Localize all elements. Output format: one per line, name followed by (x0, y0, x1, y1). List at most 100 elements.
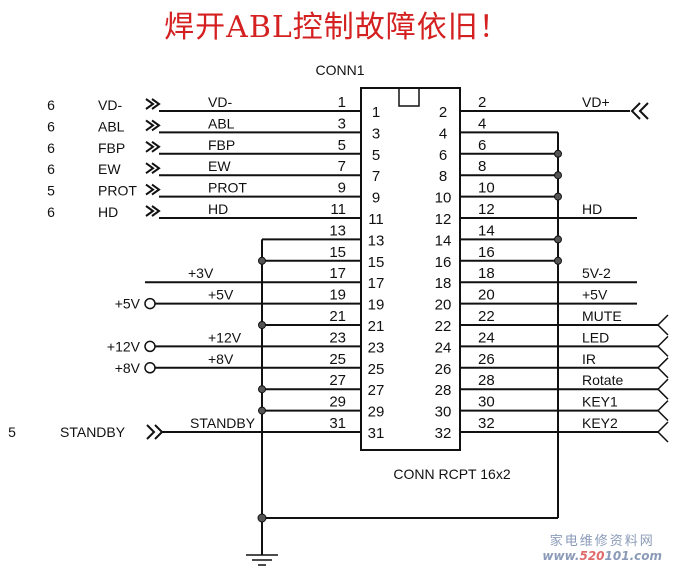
pin-number-inside-3: 3 (372, 125, 380, 142)
pin-number-inside-2: 2 (439, 104, 447, 121)
net-label-key2: KEY2 (582, 415, 618, 431)
pin-number-inside-19: 19 (368, 297, 385, 314)
pin-number-outside-13: 13 (329, 222, 346, 239)
pin-number-outside-4: 4 (478, 115, 486, 132)
net-label-plus-3v: +3V (188, 265, 214, 281)
net-label-plus-12v: +12V (208, 329, 242, 345)
page-title: 焊开ABL控制故障依旧！ (164, 10, 510, 45)
pin-number-outside-8: 8 (478, 158, 486, 175)
pin-number-outside-2: 2 (478, 94, 486, 111)
net-label-standby: STANDBY (190, 415, 256, 431)
sheet-ref-vd-: 6 (47, 97, 55, 113)
offpage-connector-icon (145, 205, 161, 217)
offpage-connector-icon (656, 335, 669, 357)
net-label-plus-8v: +8V (208, 351, 234, 367)
junction-dot (554, 192, 562, 201)
watermark-url-pre: www. (542, 549, 580, 563)
pin-number-outside-30: 30 (478, 394, 495, 411)
pin-number-outside-7: 7 (338, 158, 346, 175)
pin-number-inside-17: 17 (368, 275, 385, 292)
offpage-connector-icon (656, 357, 669, 379)
pin-number-outside-5: 5 (338, 137, 346, 154)
watermark-text: 家电维修资料网 (549, 534, 655, 549)
net-label-vd-: VD- (208, 94, 232, 110)
pin-number-outside-21: 21 (329, 308, 346, 325)
pin-number-inside-32: 32 (435, 425, 452, 442)
sheet-ref-fbp: 6 (47, 140, 55, 156)
offpage-label-standby: STANDBY (60, 424, 126, 440)
pin-number-outside-12: 12 (478, 201, 495, 218)
power-terminal-icon (144, 340, 156, 353)
pin-number-inside-30: 30 (435, 404, 452, 421)
offpage-connector-icon (656, 314, 669, 336)
net-label-5v-2: 5V-2 (582, 265, 611, 281)
pin-number-inside-12: 12 (435, 211, 452, 228)
pin-number-inside-6: 6 (439, 147, 447, 164)
net-label-ir: IR (582, 351, 596, 367)
net-label-fbp: FBP (208, 137, 235, 153)
pin-number-outside-24: 24 (478, 329, 495, 346)
pin-number-outside-18: 18 (478, 265, 495, 282)
junction-dot (554, 256, 562, 265)
pin-number-outside-16: 16 (478, 244, 495, 261)
watermark-url-post: 101.com (604, 549, 662, 563)
connector-ref: CONN1 (315, 62, 364, 78)
pin-number-inside-21: 21 (368, 318, 385, 335)
pin-number-inside-13: 13 (368, 232, 385, 249)
offpage-connector-icon (145, 162, 161, 175)
junction-dot (554, 235, 562, 244)
connector-key-notch (398, 87, 420, 107)
sheet-ref-abl: 6 (47, 118, 55, 134)
offpage-label-prot: PROT (98, 183, 137, 199)
offpage-label-vd-: VD- (98, 97, 122, 113)
pin-number-outside-17: 17 (329, 265, 346, 282)
watermark: 家电维修资料网 www.520101.com (542, 530, 662, 563)
net-label-ew: EW (208, 158, 231, 174)
pin-number-inside-22: 22 (435, 318, 452, 335)
power-terminal-label-plus-5v: +5V (115, 296, 141, 312)
pin-number-inside-31: 31 (368, 425, 385, 442)
pin-number-inside-24: 24 (435, 339, 452, 356)
offpage-connector-icon (630, 102, 649, 120)
junction-dot (258, 256, 266, 265)
pin-number-outside-1: 1 (338, 94, 346, 111)
pin-number-outside-26: 26 (478, 351, 495, 368)
pin-number-outside-10: 10 (478, 180, 495, 197)
pin-number-inside-25: 25 (368, 361, 385, 378)
net-label-key1: KEY1 (582, 394, 618, 410)
net-label-hd: HD (208, 201, 228, 217)
junction-dot (258, 321, 266, 329)
junction-dot (258, 406, 266, 415)
pin-number-outside-3: 3 (338, 115, 346, 132)
sheet-ref-prot: 5 (47, 183, 55, 199)
watermark-url: www.520101.com (542, 549, 662, 563)
sheet-ref-hd: 6 (47, 204, 55, 220)
offpage-connector-icon (656, 421, 669, 443)
pin-number-outside-28: 28 (478, 372, 495, 389)
pin-number-outside-14: 14 (478, 222, 495, 239)
power-terminal-label-plus-12v: +12V (107, 338, 141, 354)
pin-number-inside-23: 23 (368, 339, 385, 356)
power-terminal-label-plus-8v: +8V (115, 360, 141, 376)
pin-number-outside-19: 19 (329, 287, 346, 304)
pin-number-inside-15: 15 (368, 254, 385, 271)
net-label-rotate: Rotate (582, 372, 623, 388)
junction-dot (554, 171, 562, 180)
net-label-vdplus-: VD+ (582, 94, 610, 110)
offpage-connector-icon (146, 424, 164, 440)
pin-number-inside-26: 26 (435, 361, 452, 378)
pin-number-inside-18: 18 (435, 275, 452, 292)
pin-number-outside-20: 20 (478, 287, 495, 304)
offpage-label-abl: ABL (98, 118, 125, 134)
ground-symbol-icon (246, 554, 278, 566)
net-label-hd: HD (582, 201, 602, 217)
net-label-prot: PROT (208, 180, 247, 196)
connector-part: CONN RCPT 16x2 (393, 466, 510, 482)
junction-dot (258, 385, 266, 394)
pin-number-outside-11: 11 (330, 201, 346, 218)
pin-number-inside-7: 7 (372, 168, 380, 185)
offpage-connector-icon (656, 400, 669, 422)
pin-number-inside-29: 29 (368, 404, 385, 421)
pin-number-inside-1: 1 (372, 104, 380, 121)
